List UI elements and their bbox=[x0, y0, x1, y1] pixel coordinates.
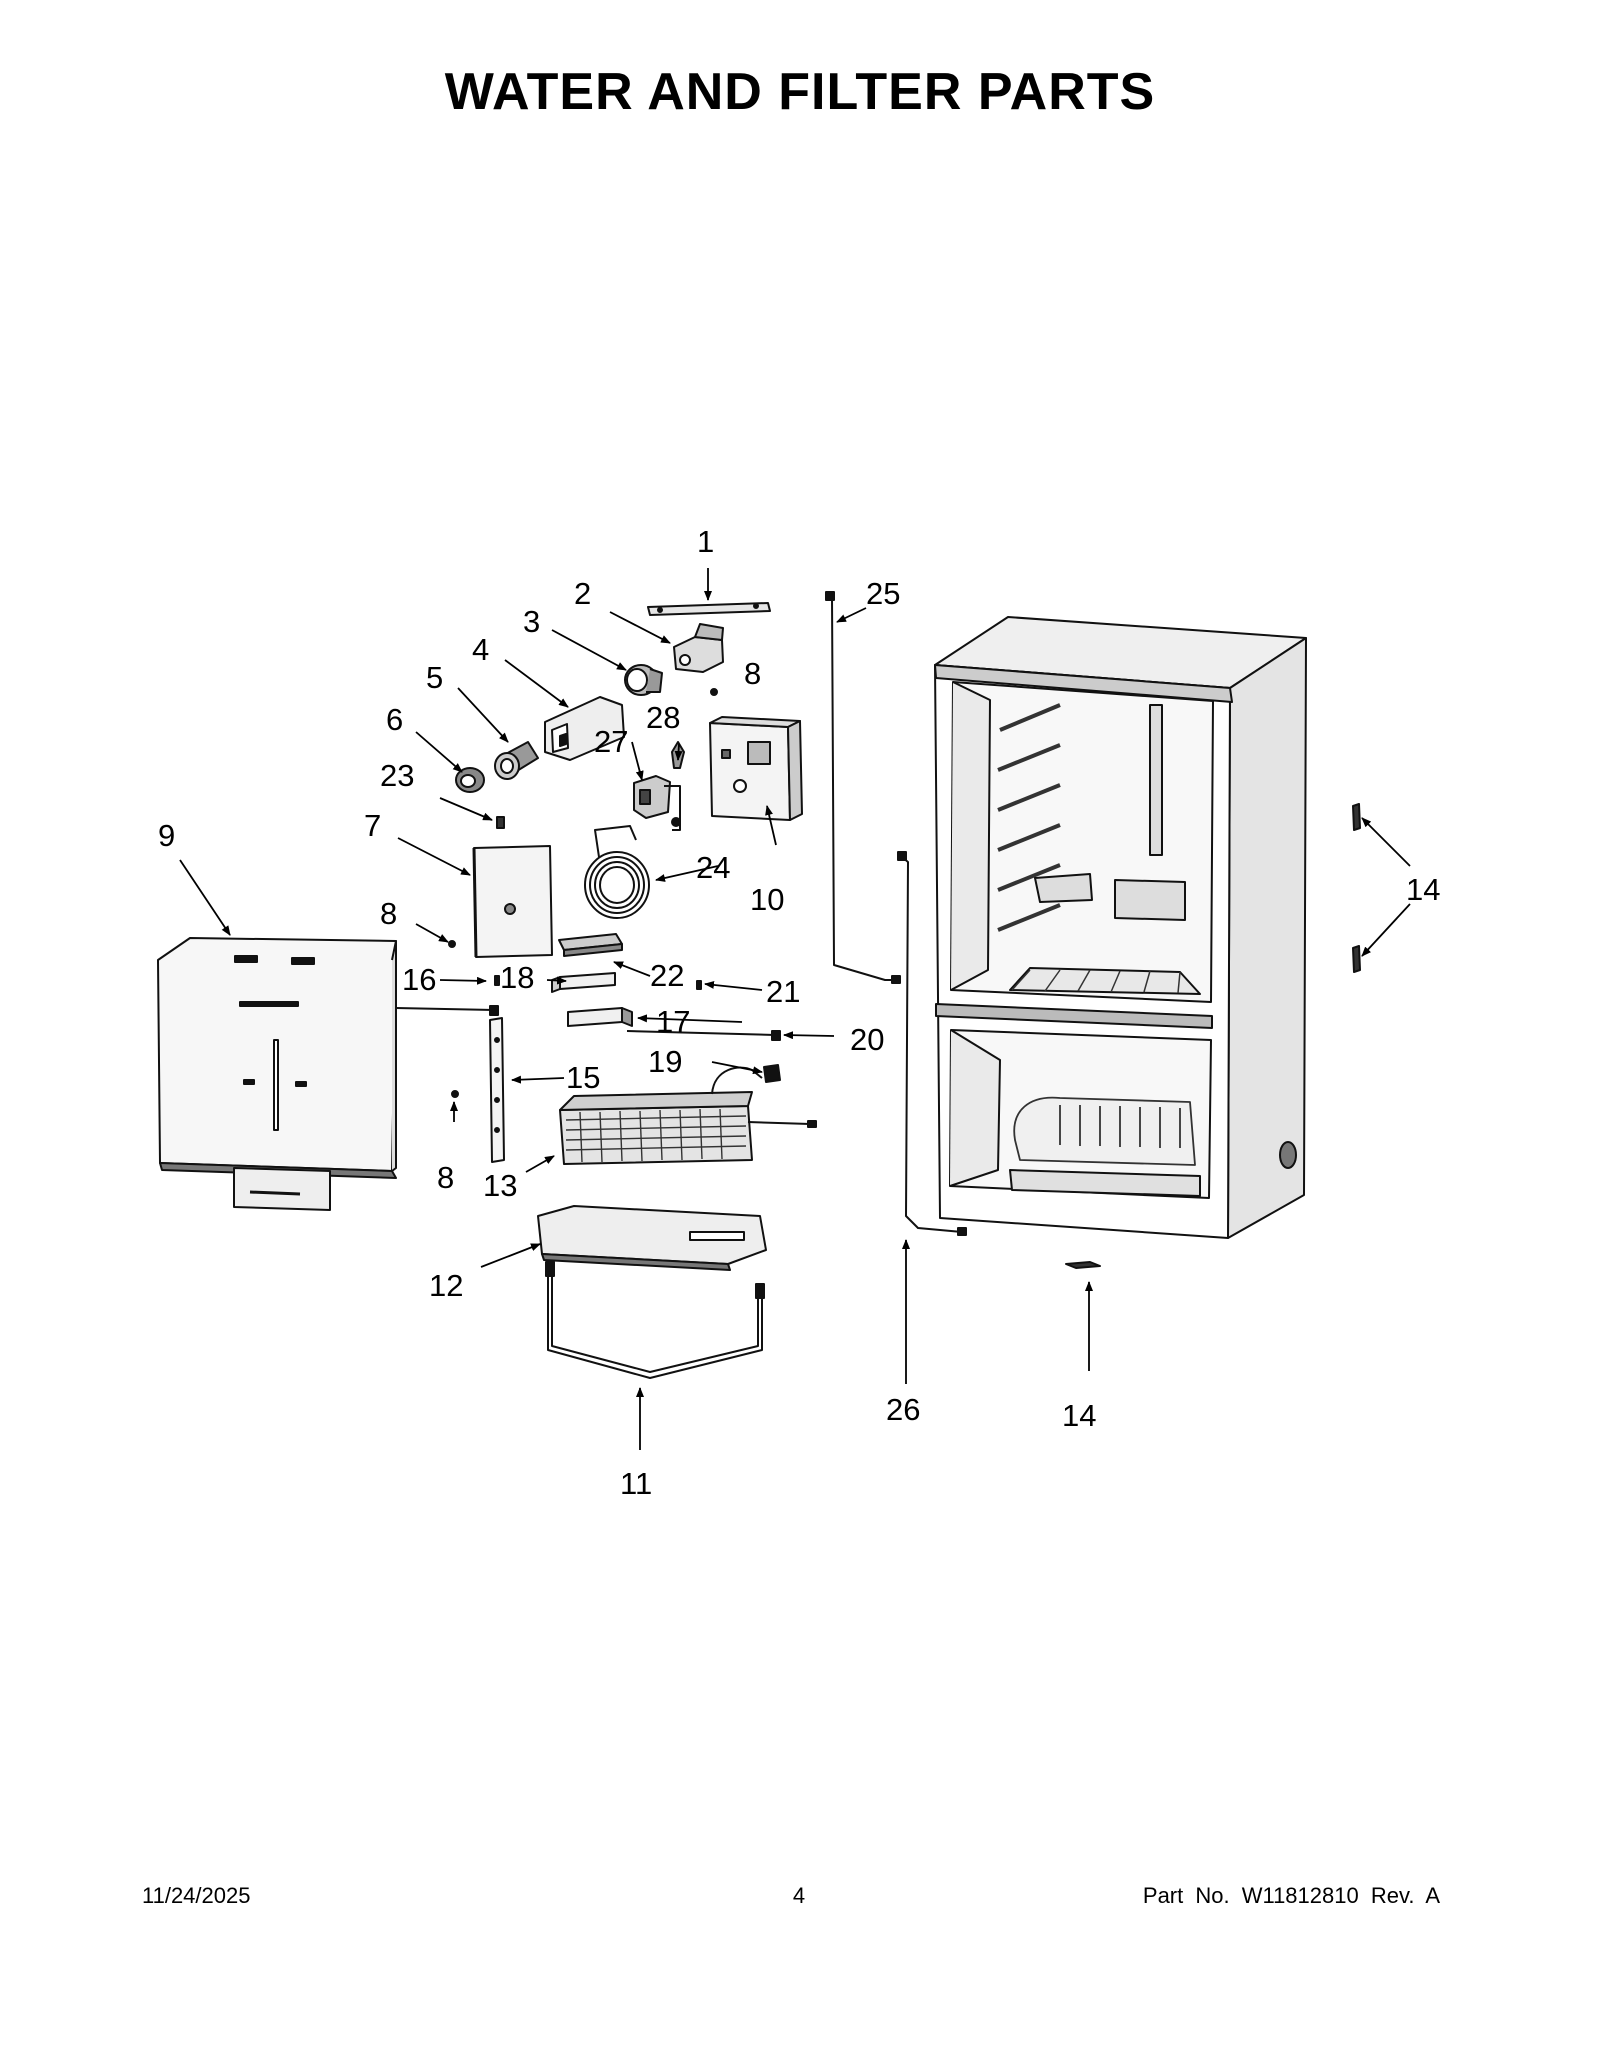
callout-1: 1 bbox=[697, 524, 714, 559]
callout-3: 3 bbox=[523, 604, 540, 639]
part-3-filter-head bbox=[624, 664, 663, 696]
callout-2: 2 bbox=[574, 576, 591, 611]
callout-14-right: 14 bbox=[1406, 872, 1440, 907]
callout-17: 17 bbox=[656, 1004, 690, 1039]
part-7-cover bbox=[472, 845, 553, 958]
callout-12: 12 bbox=[429, 1268, 463, 1303]
page-title: WATER AND FILTER PARTS bbox=[444, 63, 1156, 121]
callout-19: 19 bbox=[648, 1044, 682, 1079]
part-4-filter-door bbox=[544, 696, 625, 761]
callout-10: 10 bbox=[750, 882, 784, 917]
callout-11: 11 bbox=[620, 1466, 652, 1501]
part-15-rail bbox=[489, 1017, 505, 1163]
part-14-hinges bbox=[1065, 803, 1361, 1269]
callout-6: 6 bbox=[386, 702, 403, 737]
part-20-tube bbox=[626, 1030, 781, 1041]
callout-13: 13 bbox=[483, 1168, 517, 1203]
callout-26: 26 bbox=[886, 1392, 920, 1427]
callout-20: 20 bbox=[850, 1022, 884, 1057]
callout-9: 9 bbox=[158, 818, 175, 853]
part-19-plug bbox=[763, 1064, 781, 1083]
part-24-tube-coil bbox=[584, 825, 650, 919]
part-27-valve bbox=[633, 775, 681, 831]
callout-8-bottom: 8 bbox=[437, 1160, 454, 1195]
callout-16: 16 bbox=[402, 962, 436, 997]
callout-labels: 1 2 3 4 5 6 7 8 8 8 9 10 11 12 13 14 14 … bbox=[158, 524, 1440, 1501]
part-10-housing bbox=[709, 716, 803, 821]
part-12-drain-tray bbox=[537, 1205, 767, 1271]
callout-7: 7 bbox=[364, 808, 381, 843]
callout-24: 24 bbox=[696, 850, 730, 885]
part-22-tray bbox=[558, 933, 623, 957]
callout-18: 18 bbox=[500, 960, 534, 995]
callout-4: 4 bbox=[472, 632, 489, 667]
leader-lines bbox=[179, 568, 1411, 1450]
part-16-pin bbox=[494, 975, 500, 986]
callout-14-bottom: 14 bbox=[1062, 1398, 1096, 1433]
callout-23: 23 bbox=[380, 758, 414, 793]
callout-25: 25 bbox=[866, 576, 900, 611]
part-9-back-panel bbox=[157, 937, 499, 1211]
part-23-fitting bbox=[496, 816, 505, 829]
callout-21: 21 bbox=[766, 974, 800, 1009]
footer-part-number: Part No. W11812810 Rev. A bbox=[1142, 1883, 1440, 1908]
part-18-block bbox=[551, 972, 616, 993]
footer-date: 11/24/2025 bbox=[142, 1883, 251, 1908]
callout-5: 5 bbox=[426, 660, 443, 695]
callout-8-top: 8 bbox=[744, 656, 761, 691]
refrigerator-cabinet bbox=[934, 616, 1307, 1239]
callout-15: 15 bbox=[566, 1060, 600, 1095]
part-2-filter-housing bbox=[673, 623, 724, 673]
part-6-bypass-plug bbox=[455, 767, 485, 793]
callout-28: 28 bbox=[646, 700, 680, 735]
part-17-bracket bbox=[567, 1007, 633, 1027]
callout-22: 22 bbox=[650, 958, 684, 993]
callout-27: 27 bbox=[594, 724, 628, 759]
part-26-water-tube bbox=[897, 851, 967, 1236]
part-25-water-tube bbox=[825, 591, 901, 984]
callout-8-left: 8 bbox=[380, 896, 397, 931]
part-8-screws bbox=[448, 688, 718, 1098]
part-5-filter-cap bbox=[494, 741, 539, 780]
part-21-pin bbox=[696, 980, 702, 990]
part-1-bracket bbox=[647, 602, 771, 616]
part-13-evaporator bbox=[559, 1066, 817, 1165]
footer-page-number: 4 bbox=[792, 1883, 806, 1908]
part-11-heater-loop bbox=[545, 1261, 765, 1379]
